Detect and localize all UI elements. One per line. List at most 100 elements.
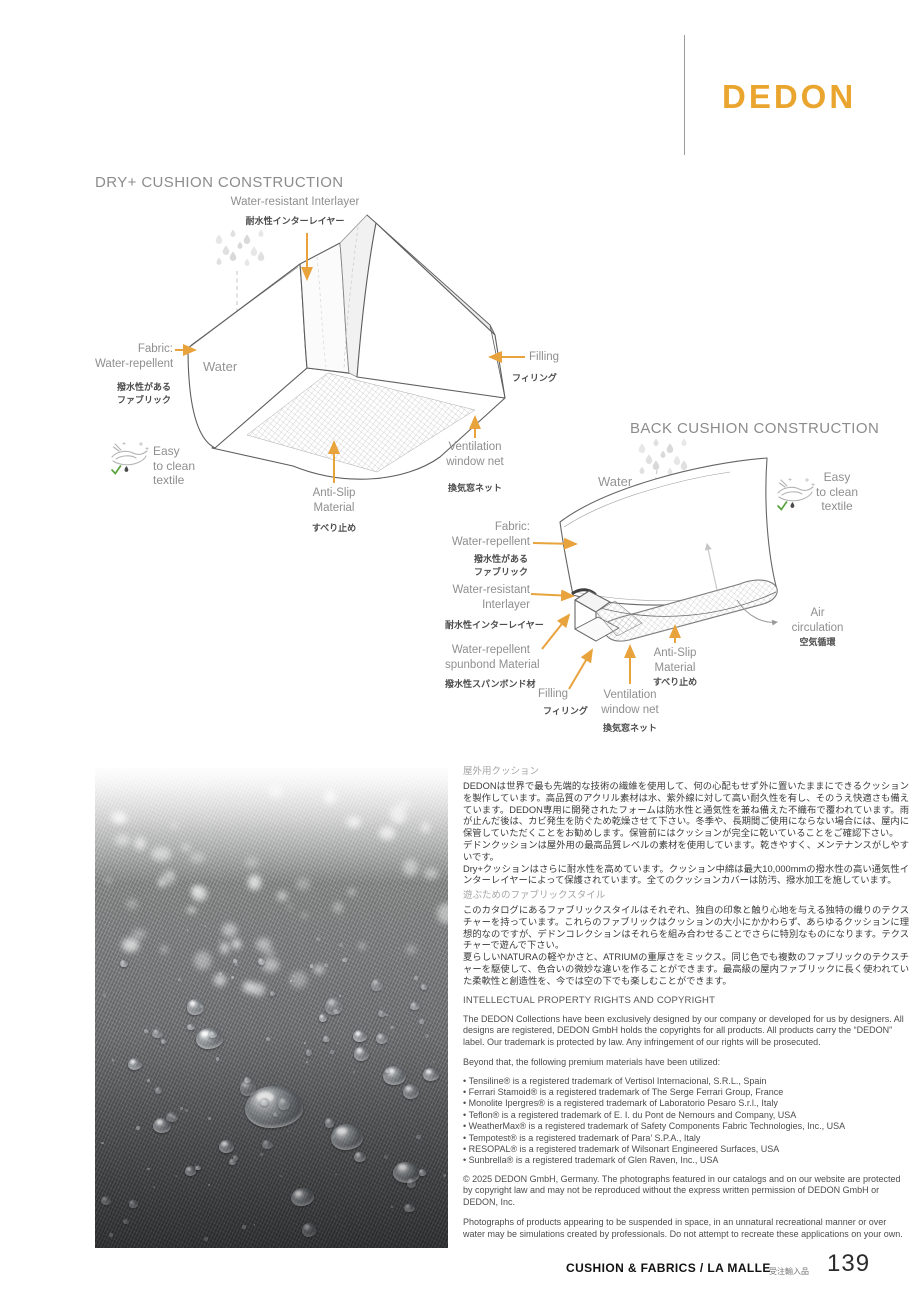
label-filling: Filling [529,351,560,363]
photo-texture-dot [266,1037,271,1042]
label-ventilation-net-jp: 換気窓ネット [602,723,657,733]
trademark-item: Tempotest® is a registered trademark of … [463,1133,909,1144]
water-droplet [229,1158,237,1165]
label-water: Water [598,474,633,489]
page-number: 139 [827,1250,871,1277]
label-line: Material [654,661,696,674]
photo-texture-dot [416,1135,421,1140]
flap-fold-line [316,256,327,368]
easy-clean-icon [111,442,149,475]
label-anti-slip-jp: すべり止め [311,523,357,533]
trademark-item: Ferrari Stamoid® is a registered tradema… [463,1087,909,1098]
photo-texture-dot [330,1050,334,1054]
label-line: Ventilation [603,689,657,701]
water-droplet [166,1112,179,1123]
label-filling-jp: フィリング [512,373,557,383]
label-ventilation-net: Ventilation window net [580,688,680,717]
cushion-body [559,457,778,642]
droplet-icon [124,466,129,472]
water-droplet [371,978,383,991]
photo-texture-dot [180,1107,183,1111]
water-droplet [123,1219,130,1224]
trademark-item: Tensiline® is a registered trademark of … [463,1076,909,1087]
photo-texture-dot [323,963,329,968]
water-droplet [120,959,128,968]
photo-texture-dot [348,889,355,896]
photo-texture-dot [442,1173,447,1177]
dedon-logo: DEDON [722,78,857,115]
label-line: to clean [153,458,196,473]
photo-texture-dot [334,1215,337,1218]
photo-texture-dot [153,1185,156,1188]
water-droplet [324,1117,335,1128]
water-droplet [403,1084,419,1100]
photo-texture-dot [287,1130,289,1133]
photo-texture-dot [338,943,344,948]
label-fabric-water-repellent: Fabric: Water-repellent [445,520,530,549]
photo-texture-dot [125,899,138,910]
label-ventilation-net: Ventilation window net [420,440,530,469]
water-droplet [354,1046,369,1061]
water-droplet [239,1079,256,1096]
photo-texture-dot [437,903,448,925]
water-droplet [420,983,427,990]
water-droplet [323,1035,331,1043]
photo-texture-dot [102,993,107,997]
label-line: Water-resistant [452,584,530,596]
trademark-item: WeatherMax® is a registered trademark of… [463,1121,909,1132]
photo-texture-dot [280,1175,283,1178]
photo-texture-dot [135,1125,140,1130]
footer-title: CUSHION & FABRICS / LA MALLE [566,1261,771,1275]
trademark-list: Tensiline® is a registered trademark of … [463,1076,909,1167]
label-line: 撥水性がある [116,382,171,392]
label-line: 撥水性がある [473,554,528,564]
section-heading: 遊ぶためのファブリックスタイル [463,890,606,901]
section-intellectual-property: INTELLECTUAL PROPERTY RIGHTS AND COPYRIG… [463,995,909,1240]
back-diagram-title: BACK CUSHION CONSTRUCTION [630,420,880,437]
label-anti-slip-jp: すべり止め [652,677,698,687]
photo-texture-dot [309,964,314,969]
photo-texture-dot [175,1174,179,1178]
label-fabric-water-repellent-jp: 撥水性がある ファブリック [95,381,171,406]
copyright-paragraph: © 2025 DEDON GmbH, Germany. The photogra… [463,1173,901,1207]
annotation-arrows [530,537,681,690]
trademark-item: RESOPAL® is a registered trademark of Wi… [463,1144,909,1155]
photo-texture-dot [177,978,181,982]
label-filling: Filling [538,688,569,700]
section-heading: 屋外用クッション [463,766,540,777]
photo-texture-dot [222,923,238,938]
photo-texture-dot [315,936,321,942]
annotation-arrows [175,233,525,483]
photo-texture-dot [219,942,230,954]
label-line: Easy [823,470,851,484]
trademark-item: Teflon® is a registered trademark of E. … [463,1110,909,1121]
photo-texture-dot [157,879,165,887]
label-line: Fabric: [137,343,173,355]
photo-texture-dot [215,1057,220,1061]
photo-texture-dot [288,904,293,909]
label-line: Material [313,501,355,514]
label-filling-jp: フィリング [543,706,588,716]
photo-texture-dot [290,980,292,982]
label-line: Ventilation [448,441,502,453]
photo-texture-dot [231,939,241,950]
rain-icon [638,438,688,475]
label-easy-to-clean: Easy to clean textile [797,470,877,514]
label-anti-slip: Anti-Slip Material [274,486,394,515]
label-anti-slip: Anti-Slip Material [625,646,725,675]
label-line: window net [446,455,504,468]
label-line: Anti-Slip [653,647,697,659]
water-droplet [209,1031,217,1038]
label-water-resistant-interlayer-jp: 耐水性インターレイヤー [445,620,544,630]
air-up-arrow [704,542,718,591]
water-droplet [377,1010,387,1018]
label-line: Air [810,607,825,619]
photo-texture-dot [419,1019,424,1024]
water-droplet [376,1033,388,1045]
photo-texture-dot [231,976,235,980]
paragraph: Beyond that, the following premium mater… [463,1057,721,1068]
water-droplet [410,1001,421,1011]
water-droplet [232,1155,239,1162]
photo-texture-dot [390,1025,394,1030]
rain-icon [215,229,265,266]
